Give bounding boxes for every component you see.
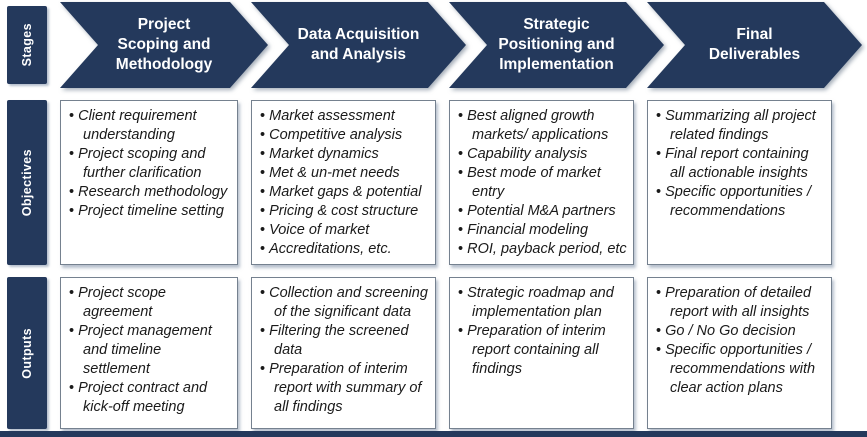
outputs-box-2: Collection and screening of the signific… (251, 277, 436, 429)
bullet-item: Project timeline setting (69, 202, 231, 221)
row-label-outputs: Outputs (7, 277, 47, 429)
bullet-item: Preparation of interim report containing… (458, 322, 627, 379)
bullet-item: Best aligned growth markets/ application… (458, 107, 627, 145)
bullet-item: Specific opportunities / recommendations… (656, 341, 825, 398)
stage-chevron-4-shape: Final Deliverables (647, 2, 862, 88)
stage-chevron-4: Final Deliverables (647, 2, 862, 88)
bullet-item: Competitive analysis (260, 126, 429, 145)
stage-chevron-2: Data Acquisition and Analysis (251, 2, 466, 88)
bullet-item: Accreditations, etc. (260, 240, 429, 259)
outputs-box-1: Project scope agreementProject managemen… (60, 277, 238, 429)
bullet-item: ROI, payback period, etc (458, 240, 627, 259)
bullet-item: Filtering the screened data (260, 322, 429, 360)
stage-label-3: Strategic Positioning and Implementation (498, 16, 615, 73)
row-label-outputs-text: Outputs (20, 327, 34, 379)
diagram-grid: Stages Project Scoping and Methodology D… (7, 2, 832, 429)
outputs-box-4: Preparation of detailed report with all … (647, 277, 832, 429)
stage-chevron-2-shape: Data Acquisition and Analysis (251, 2, 466, 88)
bullet-item: Strategic roadmap and implementation pla… (458, 284, 627, 322)
bullet-item: Specific opportunities / recommendations (656, 183, 825, 221)
bullet-item: Best mode of market entry (458, 164, 627, 202)
bullet-item: Project management and timeline settleme… (69, 322, 231, 379)
objectives-list-4: Summarizing all project related findings… (656, 107, 825, 221)
bullet-item: Met & un-met needs (260, 164, 429, 183)
stage-label-1: Project Scoping and Methodology (115, 16, 213, 73)
stage-chevron-3: Strategic Positioning and Implementation (449, 2, 664, 88)
bullet-item: Project scoping and further clarificatio… (69, 145, 231, 183)
objectives-box-3: Best aligned growth markets/ application… (449, 100, 634, 265)
outputs-list-1: Project scope agreementProject managemen… (69, 284, 231, 417)
objectives-list-1: Client requirement understandingProject … (69, 107, 231, 221)
bullet-item: Go / No Go decision (656, 322, 825, 341)
bullet-item: Financial modeling (458, 221, 627, 240)
bullet-item: Pricing & cost structure (260, 202, 429, 221)
bottom-accent-bar (0, 431, 867, 437)
row-label-objectives-text: Objectives (20, 148, 34, 217)
objectives-box-1: Client requirement understandingProject … (60, 100, 238, 265)
bullet-item: Collection and screening of the signific… (260, 284, 429, 322)
objectives-list-2: Market assessmentCompetitive analysisMar… (260, 107, 429, 259)
row-label-objectives: Objectives (7, 100, 47, 265)
outputs-box-3: Strategic roadmap and implementation pla… (449, 277, 634, 429)
bullet-item: Project scope agreement (69, 284, 231, 322)
row-label-stages-text: Stages (20, 23, 34, 67)
bullet-item: Client requirement understanding (69, 107, 231, 145)
objectives-box-2: Market assessmentCompetitive analysisMar… (251, 100, 436, 265)
bullet-item: Research methodology (69, 183, 231, 202)
bullet-item: Preparation of interim report with summa… (260, 360, 429, 417)
stage-chevron-1-shape: Project Scoping and Methodology (60, 2, 268, 88)
stage-label-2: Data Acquisition and Analysis (297, 26, 420, 63)
bullet-item: Summarizing all project related findings (656, 107, 825, 145)
outputs-list-2: Collection and screening of the signific… (260, 284, 429, 417)
bullet-item: Potential M&A partners (458, 202, 627, 221)
bullet-item: Final report containing all actionable i… (656, 145, 825, 183)
objectives-list-3: Best aligned growth markets/ application… (458, 107, 627, 259)
bullet-item: Preparation of detailed report with all … (656, 284, 825, 322)
bullet-item: Capability analysis (458, 145, 627, 164)
bullet-item: Market dynamics (260, 145, 429, 164)
bullet-item: Market assessment (260, 107, 429, 126)
stage-label-4: Final Deliverables (708, 26, 801, 63)
row-label-stages: Stages (7, 6, 47, 84)
bullet-item: Project contract and kick-off meeting (69, 379, 231, 417)
outputs-list-4: Preparation of detailed report with all … (656, 284, 825, 398)
outputs-list-3: Strategic roadmap and implementation pla… (458, 284, 627, 379)
bullet-item: Market gaps & potential (260, 183, 429, 202)
stage-chevron-1: Project Scoping and Methodology (60, 2, 268, 88)
bullet-item: Voice of market (260, 221, 429, 240)
objectives-box-4: Summarizing all project related findings… (647, 100, 832, 265)
stage-chevron-3-shape: Strategic Positioning and Implementation (449, 2, 664, 88)
